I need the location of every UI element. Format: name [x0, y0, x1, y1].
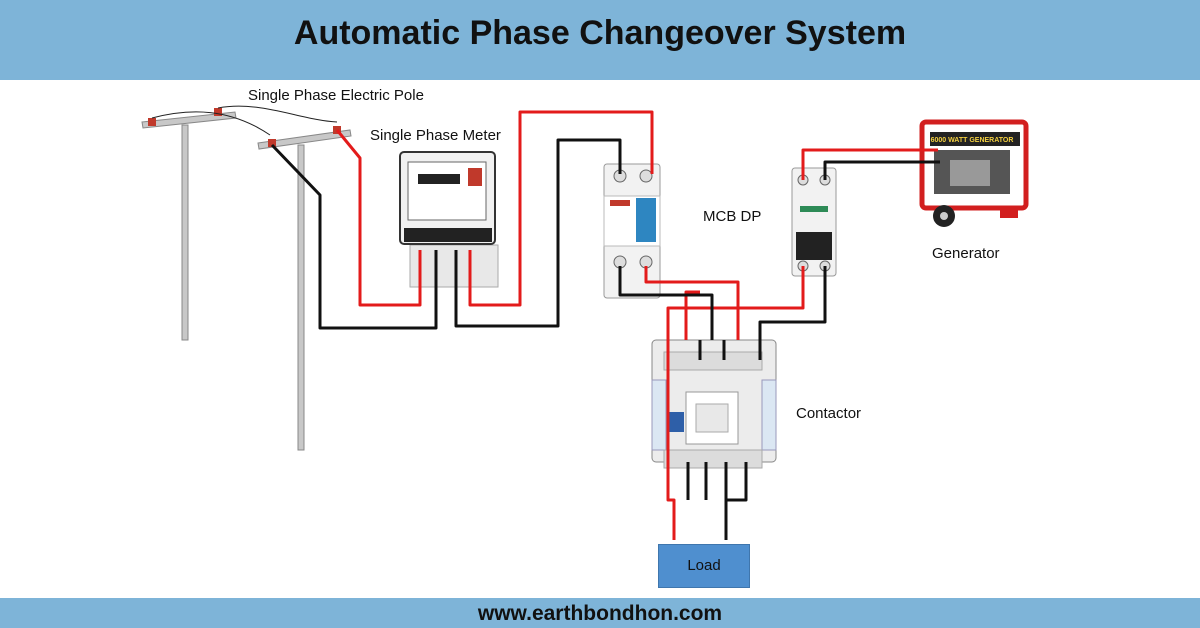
title-banner: Automatic Phase Changeover System [0, 0, 1200, 80]
generator-label: Generator [932, 245, 1000, 262]
mcb-breaker-icon [791, 167, 837, 277]
contactor-label: Contactor [796, 405, 862, 422]
footer-banner: www.earthbondhon.com [0, 598, 1200, 628]
contactor-icon [651, 339, 777, 469]
generator-panel-text: 6000 WATT GENERATOR [931, 137, 1014, 144]
meter-label: Single Phase Meter [370, 127, 501, 144]
rccb-breaker-icon [603, 163, 661, 299]
pole-label: Single Phase Electric Pole [248, 87, 424, 104]
footer-url: www.earthbondhon.com [477, 602, 723, 625]
electric-pole-icon [141, 105, 352, 451]
wiring-diagram: 6000 WATT GENERATOR [141, 105, 1029, 540]
energy-meter-icon [399, 151, 499, 288]
load-box: Load [658, 544, 750, 588]
neutral-wires [270, 138, 940, 540]
load-label: Load [687, 557, 721, 574]
mcb-label: MCB DP [703, 208, 762, 225]
generator-icon [919, 119, 1029, 227]
contactor-output-wires [666, 340, 728, 500]
live-wires [335, 110, 938, 540]
page-title: Automatic Phase Changeover System [293, 14, 907, 52]
